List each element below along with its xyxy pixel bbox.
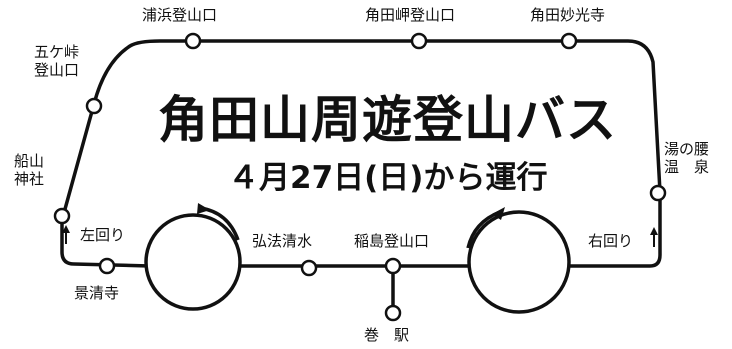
stop-myokoji [560, 32, 578, 50]
stop-maki [384, 304, 402, 322]
label-kobo: 弘法清水 [252, 232, 313, 250]
label-maki: 巻 駅 [364, 326, 410, 344]
label-funayama: 船山 神社 [14, 152, 44, 188]
right-loop-arrowhead [492, 207, 505, 220]
label-myokoji: 角田妙光寺 [530, 6, 606, 24]
service-start-date: ４月27日(日)から運行 [228, 160, 548, 196]
label-yunokoshi-line1: 湯の腰 [664, 140, 710, 158]
label-gokatoge-line2: 登山口 [34, 61, 80, 79]
left-direction-arrowhead [62, 225, 70, 233]
route-line-left-bottom [60, 220, 151, 268]
label-yunokoshi-line2: 温 泉 [664, 158, 710, 176]
label-keiseiji: 景清寺 [74, 284, 120, 302]
left-loop-circle [144, 213, 242, 311]
label-funayama-line2: 神社 [14, 170, 45, 188]
label-gokatoge-line1: 五ケ峠 [34, 43, 80, 61]
label-left-direction: 左回り [80, 226, 126, 244]
stop-yunokoshi [649, 184, 667, 202]
page-title: 角田山周遊登山バス [158, 90, 617, 149]
right-direction-arrowhead [650, 227, 658, 235]
stop-funayama [53, 207, 71, 225]
stop-keiseiji [98, 257, 116, 275]
right-loop-circle [467, 210, 571, 314]
label-gokatoge: 五ケ峠 登山口 [34, 43, 79, 79]
label-inashima: 稲島登山口 [354, 232, 430, 250]
stop-urahama [184, 32, 202, 50]
label-funayama-line1: 船山 [14, 152, 45, 170]
label-urahama: 浦浜登山口 [142, 6, 218, 24]
stop-inashima [384, 257, 402, 275]
stop-kobo [300, 259, 318, 277]
label-right-direction: 右回り [588, 232, 634, 250]
stop-kadotamisaki [410, 32, 428, 50]
label-yunokoshi: 湯の腰 温 泉 [664, 140, 709, 176]
label-kadotamisaki: 角田岬登山口 [365, 6, 456, 24]
route-line-main [60, 39, 662, 268]
stop-gokatoge [85, 97, 103, 115]
left-loop-arrowhead [197, 203, 210, 214]
